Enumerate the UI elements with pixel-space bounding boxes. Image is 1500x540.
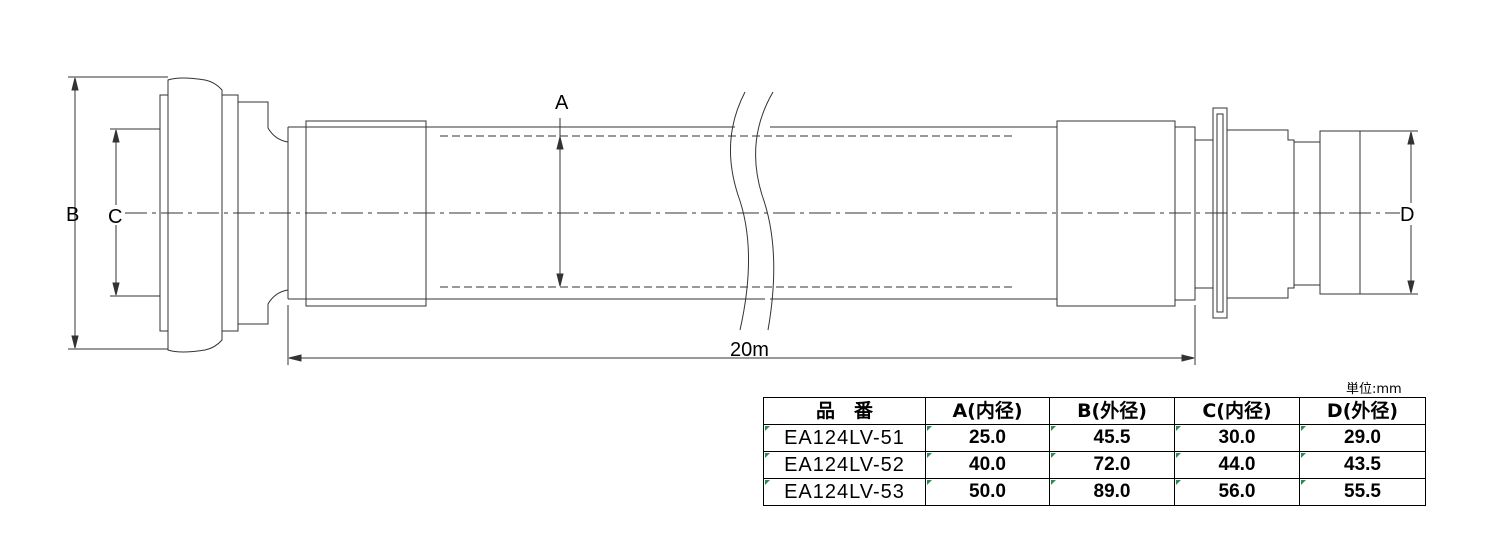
header-d: D(外径): [1299, 397, 1426, 425]
cell-d: 29.0: [1299, 424, 1426, 452]
cell-model: EA124LV-52: [763, 451, 926, 479]
unit-note: 単位:mm: [1346, 382, 1402, 397]
header-c: C(内径): [1174, 397, 1300, 425]
label-length: 20m: [730, 339, 769, 361]
label-d: D: [1400, 204, 1415, 226]
table-row: EA124LV-52 40.0 72.0 44.0 43.5: [763, 451, 1426, 479]
hose-drawing: [68, 76, 1418, 365]
cell-d: 55.5: [1299, 478, 1426, 506]
cell-b: 45.5: [1049, 424, 1175, 452]
table-header-row: 品 番 A(内径) B(外径) C(内径) D(外径): [763, 397, 1426, 425]
label-c: C: [108, 206, 123, 228]
cell-model: EA124LV-51: [763, 424, 926, 452]
cell-b: 89.0: [1049, 478, 1175, 506]
header-a: A(内径): [925, 397, 1050, 425]
break-line-left: [730, 91, 749, 331]
label-b: B: [66, 204, 80, 226]
cell-b: 72.0: [1049, 451, 1175, 479]
cell-model: EA124LV-53: [763, 478, 926, 506]
cell-c: 44.0: [1174, 451, 1300, 479]
break-line-right: [755, 91, 775, 331]
header-b: B(外径): [1049, 397, 1175, 425]
cell-c: 56.0: [1174, 478, 1300, 506]
left-coupling-nut: [167, 77, 223, 353]
cell-a: 25.0: [925, 424, 1050, 452]
right-fitting-taper: [1227, 129, 1295, 299]
table-row: EA124LV-53 50.0 89.0 56.0 55.5: [763, 478, 1426, 506]
label-a: A: [555, 92, 569, 114]
cell-a: 40.0: [925, 451, 1050, 479]
cell-d: 43.5: [1299, 451, 1426, 479]
right-fitting-step: [1194, 139, 1214, 289]
table-row: EA124LV-51 25.0 45.5 30.0 29.0: [763, 424, 1426, 452]
cell-a: 50.0: [925, 478, 1050, 506]
spec-table: 品 番 A(内径) B(外径) C(内径) D(外径) EA124LV-51 2…: [763, 397, 1426, 506]
cell-c: 30.0: [1174, 424, 1300, 452]
header-model: 品 番: [763, 397, 926, 425]
